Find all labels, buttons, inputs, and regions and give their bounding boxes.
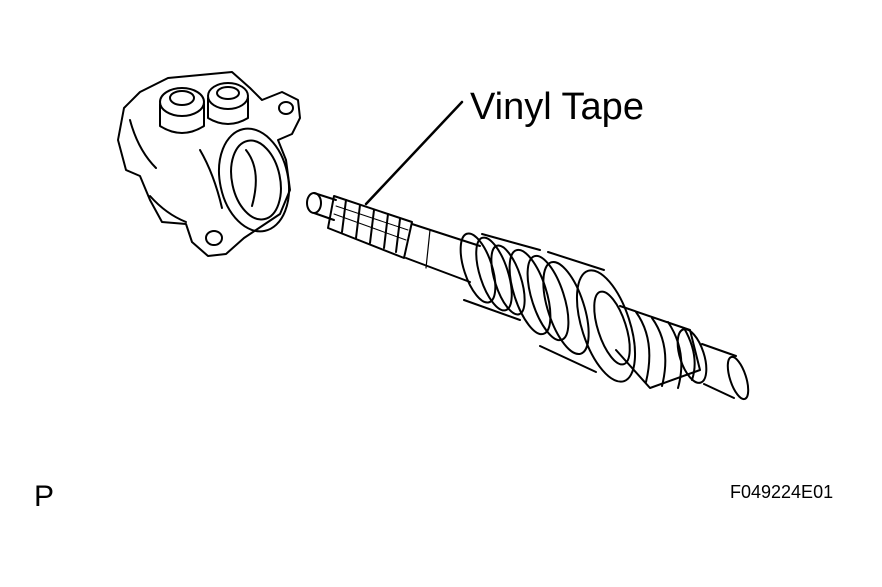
- vinyl-tape-callout: Vinyl Tape: [470, 86, 644, 128]
- figure-code: F049224E01: [730, 482, 834, 502]
- callout-leader-line: [364, 100, 464, 206]
- valve-shaft: [306, 192, 750, 401]
- valve-housing: [117, 71, 301, 257]
- corner-letter: P: [34, 480, 55, 513]
